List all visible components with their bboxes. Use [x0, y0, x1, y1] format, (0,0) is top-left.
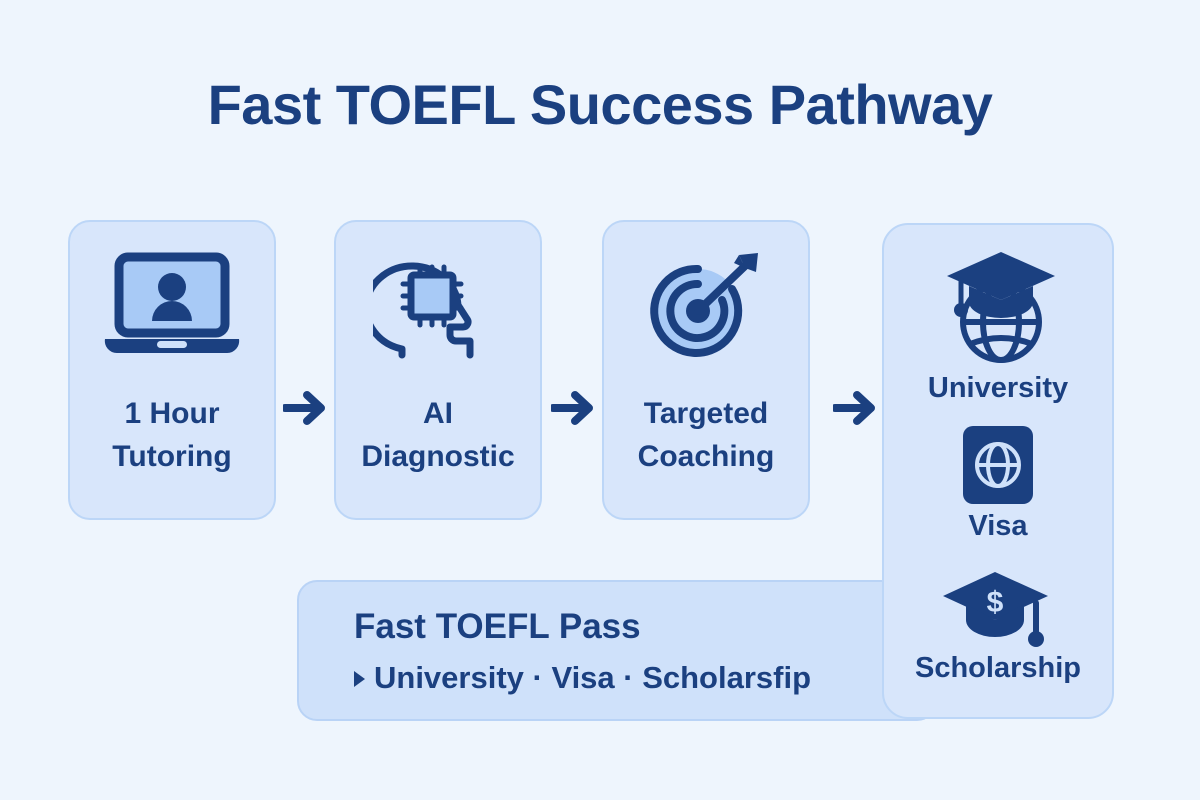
page-title: Fast TOEFL Success Pathway [207, 73, 993, 136]
banner-subtitle-row: University · Visa · Scholarsfip [354, 660, 811, 696]
step-label-line2: Tutoring [112, 439, 232, 473]
banner-subtitle: University · Visa · Scholarsfip [374, 660, 812, 695]
step-label-ai-diagnostic: AI Diagnostic [334, 393, 542, 478]
step-label-line1: AI [423, 397, 453, 430]
outcome-label-visa: Visa [968, 510, 1028, 542]
fast-toefl-pass-banner[interactable]: Fast TOEFL Pass University · Visa · Scho… [297, 580, 937, 721]
graduation-dollar-icon: $ [882, 570, 1114, 648]
step-label-tutoring: 1 Hour Tutoring [68, 393, 276, 478]
outcome-scholarship: $ Scholarship [882, 570, 1114, 683]
outcome-university: University [882, 248, 1114, 403]
arrow-right-icon [833, 388, 879, 428]
arrow-right-icon [551, 388, 597, 428]
svg-text:$: $ [987, 586, 1004, 619]
step-label-line2: Diagnostic [361, 439, 515, 473]
step-label-line1: Targeted [643, 397, 769, 430]
arrow-right-icon [283, 388, 329, 428]
triangle-bullet-icon [354, 671, 365, 687]
outcome-label-university: University [927, 372, 1069, 404]
step-label-line2: Coaching [637, 439, 775, 473]
laptop-person-icon [68, 250, 276, 360]
step-label-line1: 1 Hour [124, 397, 220, 430]
outcome-label-scholarship: Scholarship [915, 652, 1081, 684]
banner-title: Fast TOEFL Pass [354, 607, 641, 646]
passport-globe-icon [882, 424, 1114, 506]
graduation-globe-icon [882, 248, 1114, 368]
ai-brain-chip-icon [334, 250, 542, 360]
step-label-targeted-coaching: Targeted Coaching [602, 393, 810, 478]
outcome-visa: Visa [882, 424, 1114, 541]
target-arrow-icon [602, 250, 810, 360]
